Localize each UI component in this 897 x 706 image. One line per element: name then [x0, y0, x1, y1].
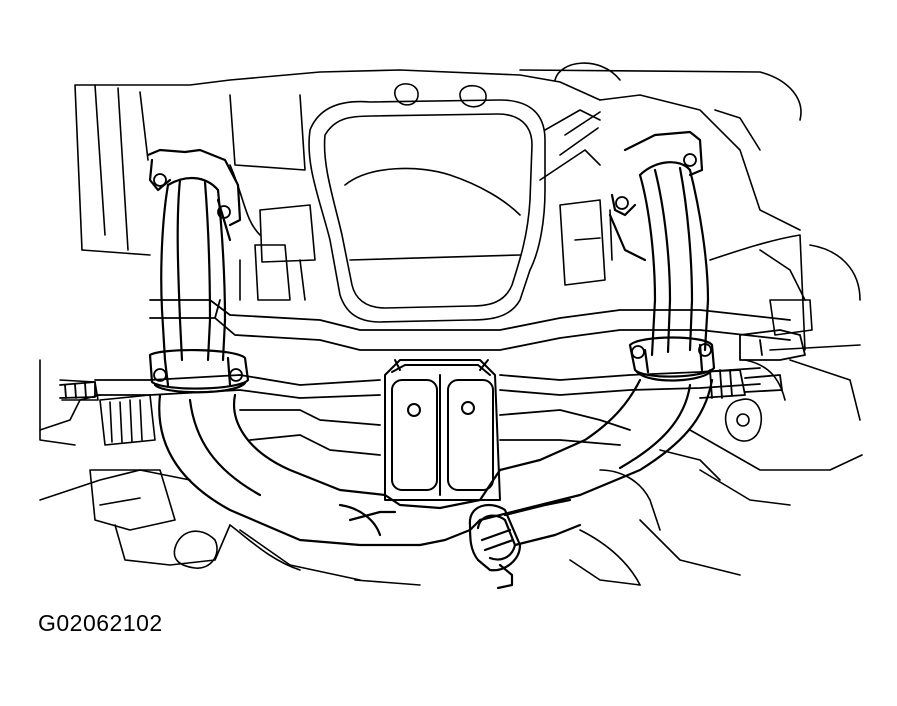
engine-block-background [40, 63, 862, 585]
left-down-pipe [148, 150, 420, 545]
right-down-pipe [480, 132, 714, 520]
center-mount-bracket [385, 360, 500, 500]
outlet-flange [470, 505, 520, 570]
y-junction-outlet [340, 470, 580, 588]
figure-caption: G02062102 [38, 610, 163, 636]
oil-pan-outline [309, 100, 545, 322]
lower-underbody [230, 450, 720, 585]
crossmember [60, 300, 805, 455]
